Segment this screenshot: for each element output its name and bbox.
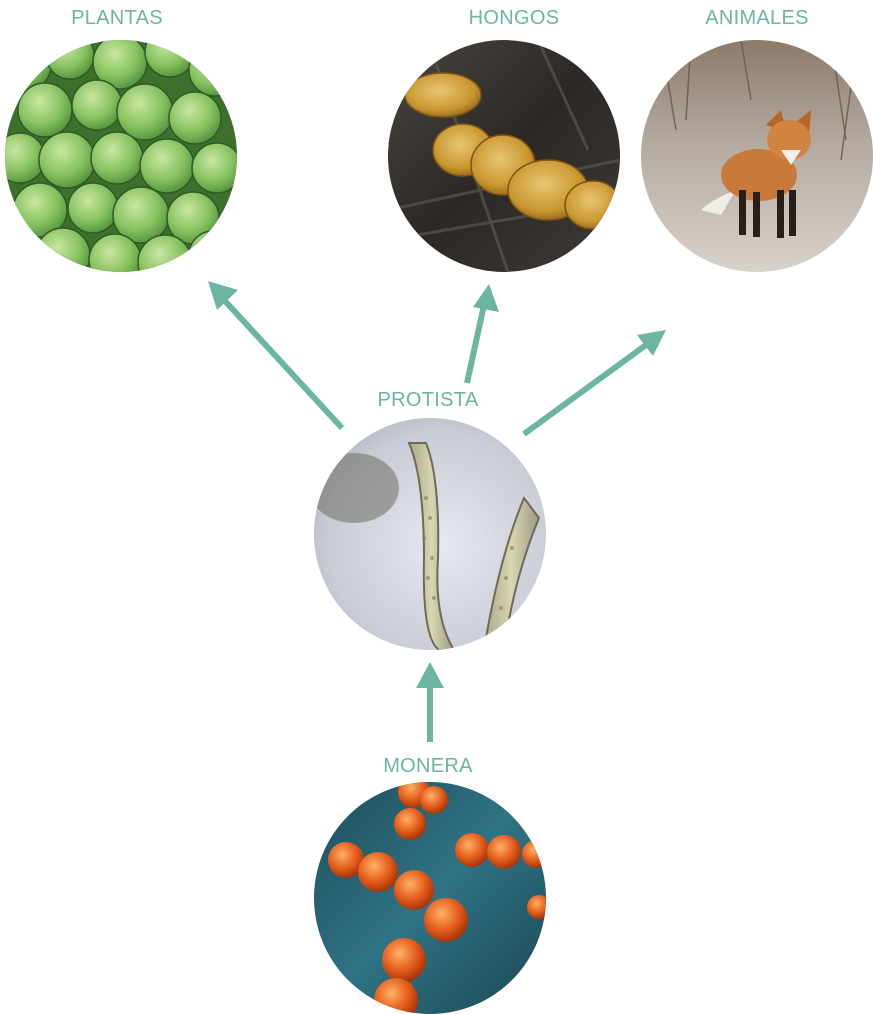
label-hongos: HONGOS <box>414 6 614 30</box>
hongos-image <box>388 40 620 272</box>
label-monera: MONERA <box>328 754 528 778</box>
arrowhead-monera-to-protista <box>416 662 444 688</box>
label-protista: PROTISTA <box>328 388 528 412</box>
arrow-protista-to-animales <box>524 345 646 434</box>
plantas-image <box>5 40 237 272</box>
arrowhead-protista-to-plantas <box>208 281 238 310</box>
arrow-protista-to-plantas <box>225 301 342 428</box>
arrow-protista-to-hongos <box>467 305 484 383</box>
label-plantas: PLANTAS <box>17 6 217 30</box>
protista-image <box>314 418 546 650</box>
animales-image <box>641 40 873 272</box>
arrowhead-protista-to-hongos <box>473 284 499 312</box>
monera-image <box>314 782 546 1014</box>
label-animales: ANIMALES <box>657 6 857 30</box>
